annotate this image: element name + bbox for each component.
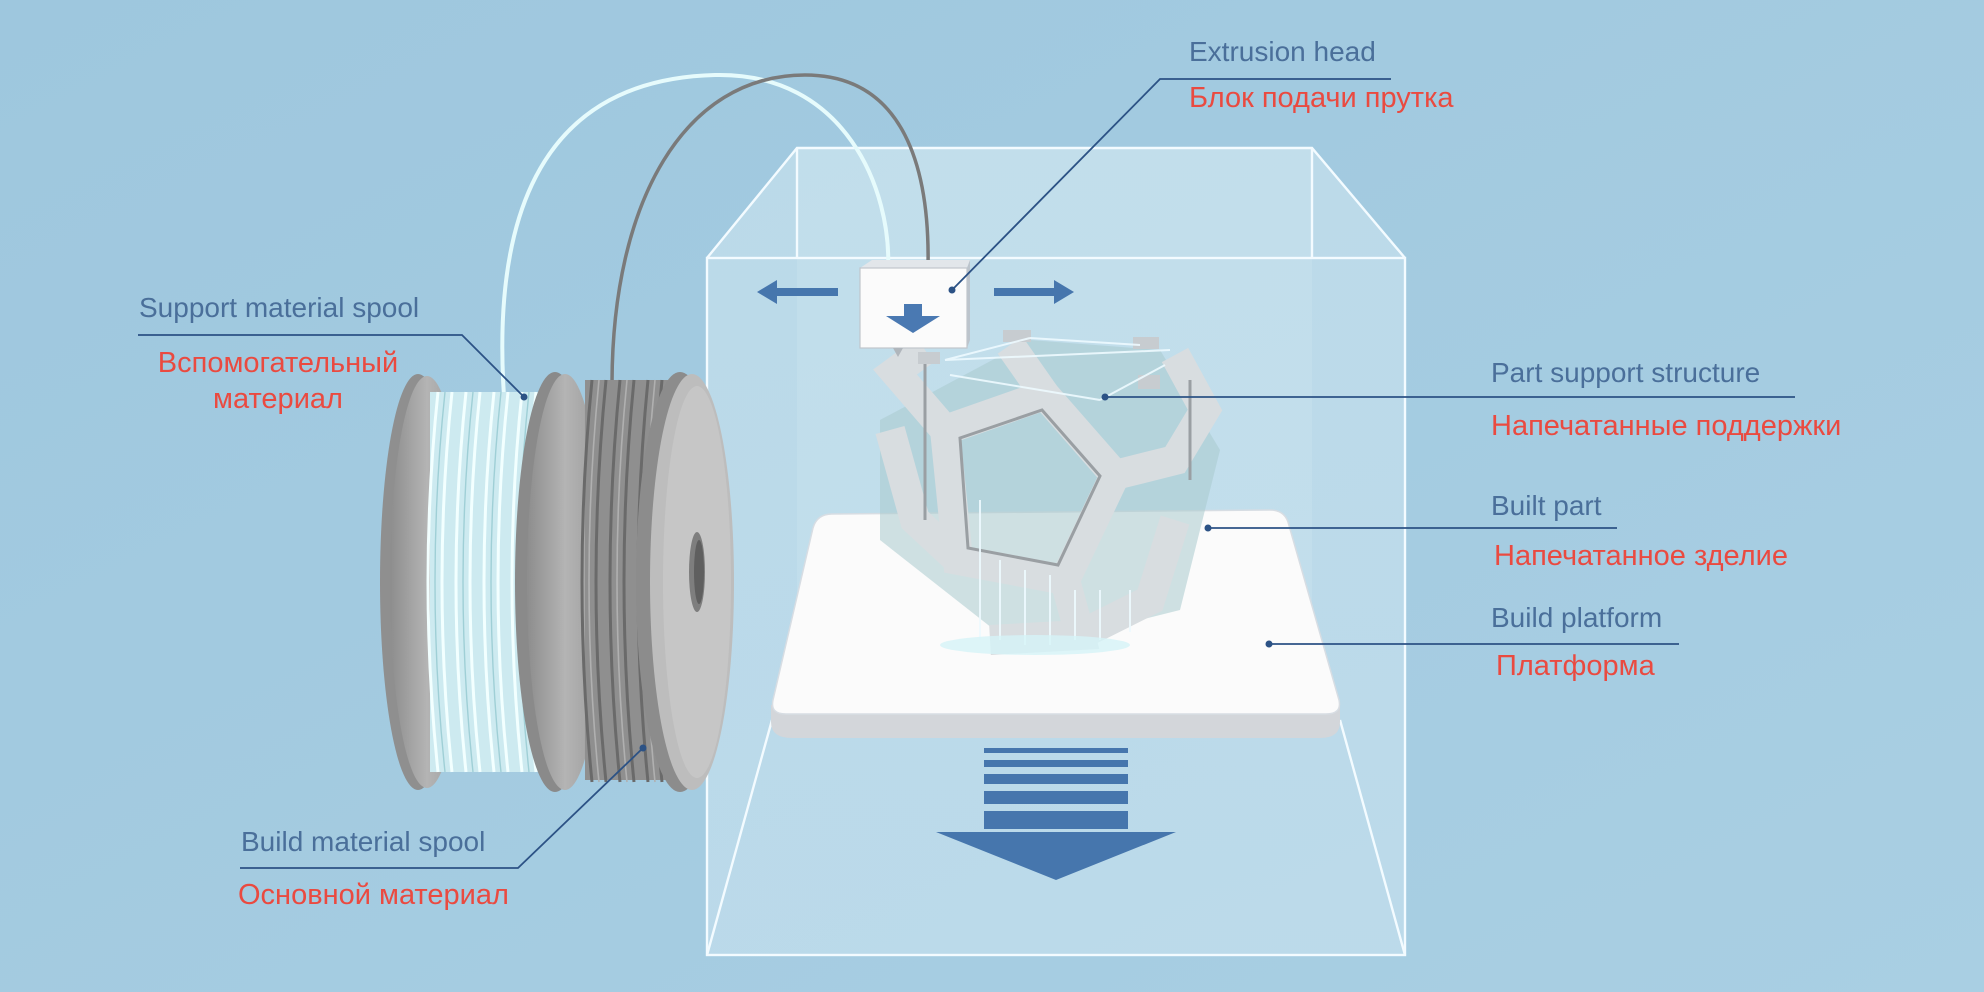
down-arrow-icon — [936, 748, 1176, 880]
extrusion-head-label: Extrusion head — [1189, 36, 1376, 67]
right-arrow-icon — [994, 280, 1074, 304]
filament-spools — [380, 372, 734, 792]
build-platform-label: Build platform — [1491, 602, 1663, 633]
build-material-spool-label-ru: Основной материал — [238, 879, 509, 911]
support-material-spool-label-ru: Вспомогательный материал — [157, 347, 399, 415]
leader-dots — [520, 286, 1273, 752]
built-part-label-ru: Напечатанное зделие — [1494, 540, 1788, 572]
support-material-spool-label: Support material spool — [139, 292, 420, 323]
extrusion-head-label-ru: Блок подачи прутка — [1189, 82, 1454, 114]
part-support-lines — [944, 337, 1171, 645]
build-material-spool-label: Build material spool — [241, 826, 486, 857]
built-part-model — [873, 330, 1223, 655]
build-filament — [610, 73, 930, 386]
part-support-structure-label: Part support structure — [1491, 357, 1761, 388]
built-part-label: Built part — [1491, 490, 1602, 521]
leader-lines — [138, 78, 1795, 869]
support-filament — [500, 72, 891, 411]
build-platform-label-ru: Платформа — [1496, 650, 1655, 682]
extrusion-head — [859, 260, 970, 357]
part-support-structure-label-ru: Напечатанные поддержки — [1491, 410, 1842, 442]
left-arrow-icon — [757, 280, 838, 304]
